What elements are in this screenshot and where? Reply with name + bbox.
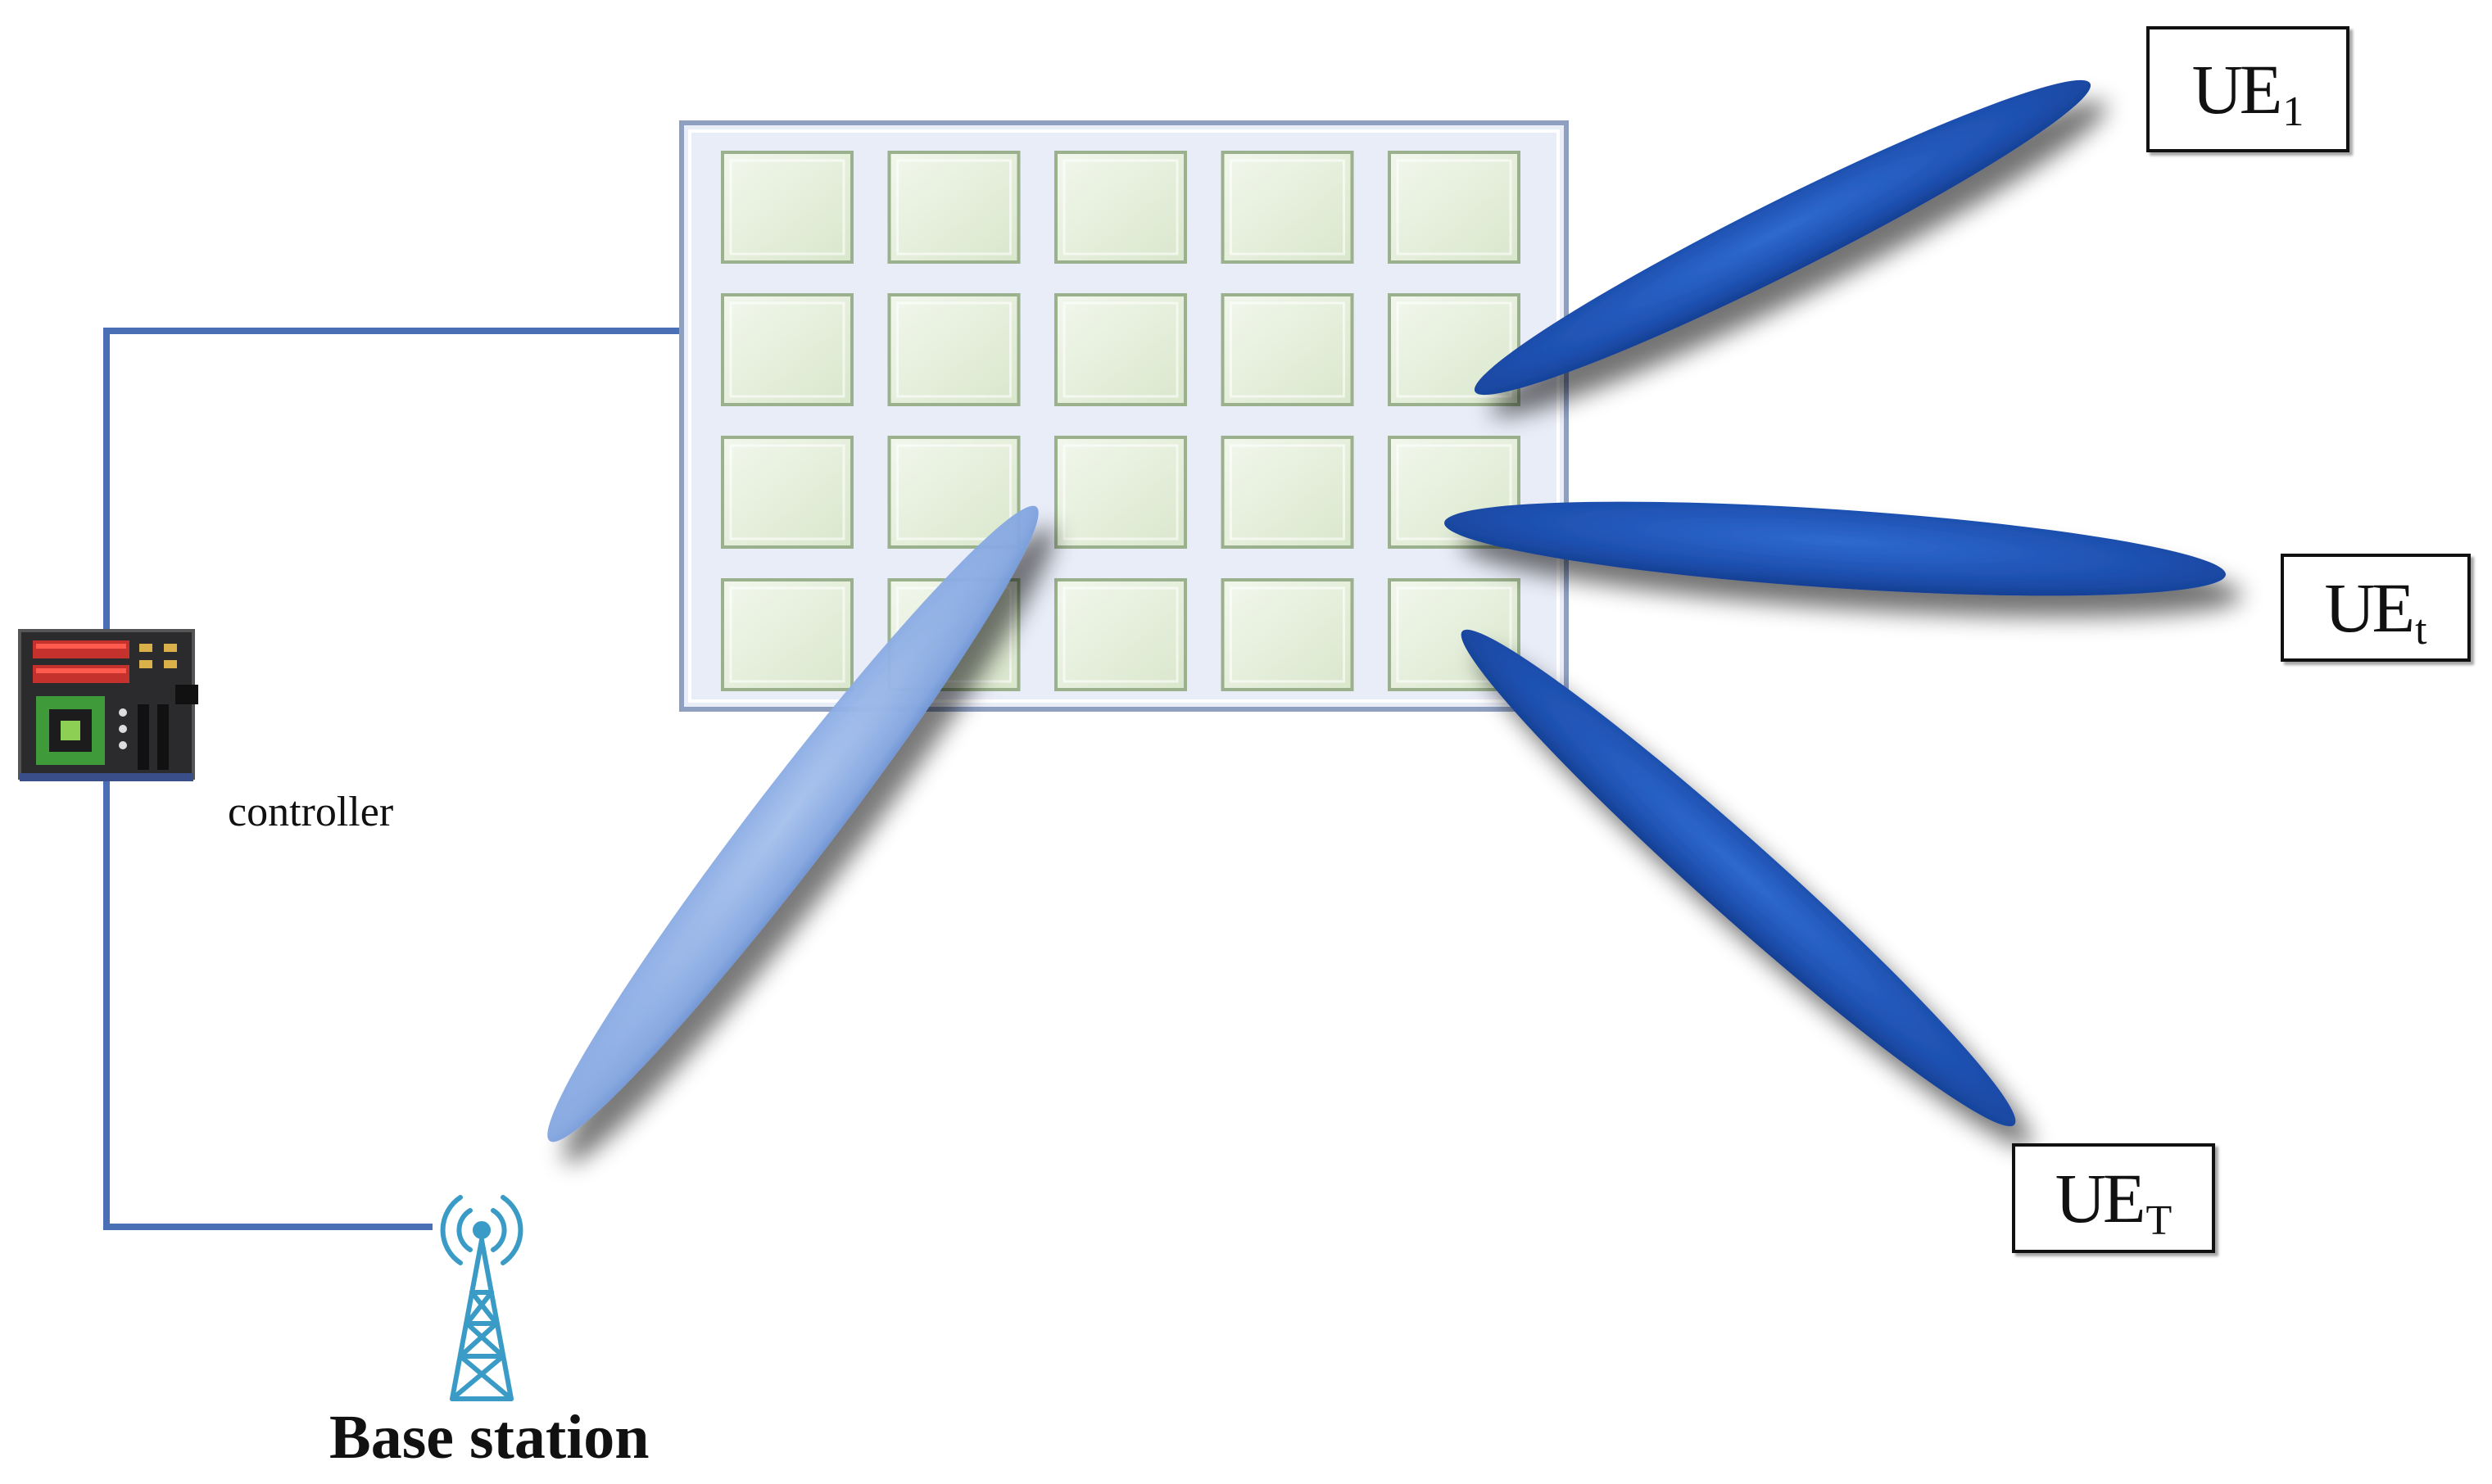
ris-element bbox=[1054, 293, 1187, 406]
ris-element bbox=[721, 436, 854, 549]
reflected-beam-uet bbox=[1444, 501, 2226, 596]
ris-element bbox=[721, 578, 854, 691]
ue-T-label: UE bbox=[2055, 1159, 2146, 1237]
ris-element-highlight bbox=[1396, 586, 1512, 683]
ris-element-highlight bbox=[729, 301, 845, 398]
ris-element bbox=[1054, 578, 1187, 691]
ris-element-highlight bbox=[729, 444, 845, 541]
ris-element bbox=[1388, 151, 1520, 264]
ris-element-highlight bbox=[1062, 301, 1179, 398]
ris-element bbox=[1221, 293, 1354, 406]
ris-element bbox=[1221, 151, 1354, 264]
control-wire bbox=[103, 328, 682, 1230]
controller-label: controller bbox=[228, 789, 394, 835]
ris-element bbox=[1221, 436, 1354, 549]
ris-element-highlight bbox=[1230, 586, 1345, 683]
ris-element bbox=[1054, 151, 1187, 264]
ris-element bbox=[887, 151, 1021, 264]
incident-beam bbox=[547, 505, 1039, 1142]
ris-element-highlight bbox=[1062, 159, 1179, 256]
ris-element-highlight bbox=[1396, 444, 1512, 541]
ris-element bbox=[721, 293, 854, 406]
ris-element-highlight bbox=[1230, 159, 1345, 256]
ue-T-subscript: T bbox=[2145, 1197, 2173, 1244]
ris-element bbox=[1054, 436, 1187, 549]
ue-t-label: UE bbox=[2324, 568, 2415, 647]
ue-1-label: UE bbox=[2191, 50, 2283, 129]
ris-element bbox=[887, 293, 1021, 406]
ris-element-highlight bbox=[1396, 301, 1512, 398]
ris-element-highlight bbox=[896, 444, 1012, 541]
base-station-label: Base station bbox=[329, 1403, 650, 1472]
ris-element bbox=[1221, 578, 1354, 691]
ris-panel bbox=[679, 120, 1569, 712]
ris-element-highlight bbox=[1062, 586, 1179, 683]
ris-element-highlight bbox=[896, 159, 1012, 256]
ue-1-subscript: 1 bbox=[2282, 88, 2304, 135]
ris-element-highlight bbox=[1230, 301, 1345, 398]
circuit-board-icon bbox=[18, 629, 198, 781]
reflected-beam-ueT bbox=[1461, 629, 2016, 1127]
ris-element-highlight bbox=[729, 586, 845, 683]
ris-element bbox=[721, 151, 854, 264]
reflected-beam-ue1 bbox=[1474, 79, 2091, 396]
ris-element-highlight bbox=[1230, 444, 1345, 541]
ris-element-highlight bbox=[729, 159, 845, 256]
ue-t-subscript: t bbox=[2415, 607, 2427, 654]
ris-element-highlight bbox=[1396, 159, 1512, 256]
ris-element-highlight bbox=[1062, 444, 1179, 541]
radio-tower-icon bbox=[440, 1195, 523, 1401]
ris-element-highlight bbox=[896, 301, 1012, 398]
